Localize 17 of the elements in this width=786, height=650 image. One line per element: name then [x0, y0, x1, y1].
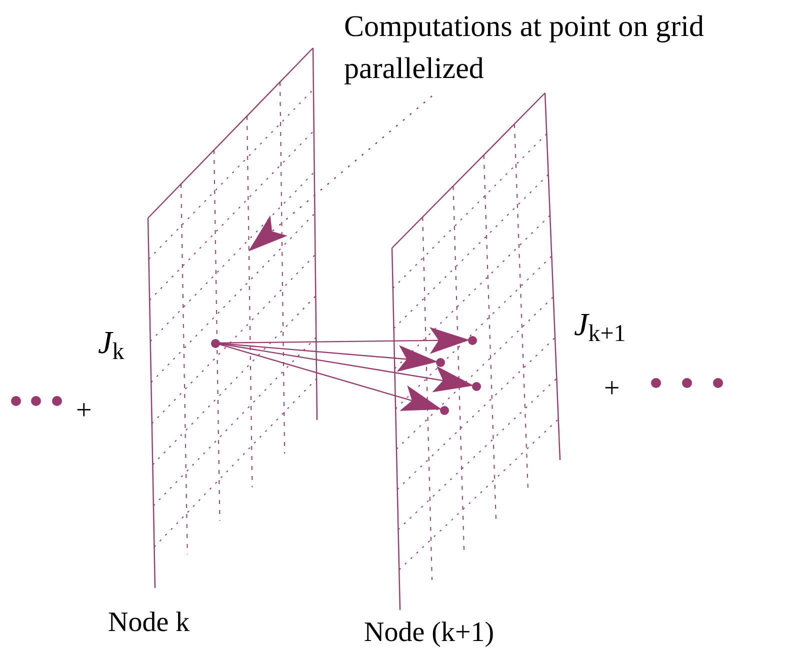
math-label: J$_{k}$	[98, 323, 124, 366]
arrow	[219, 342, 438, 372]
plus-sign: +	[604, 372, 620, 406]
node-label: Node k	[108, 606, 190, 640]
caption-text: Computations at point on grid parallelized	[344, 6, 786, 96]
grid-point	[472, 382, 480, 390]
math-label: J$_{k+1}$	[574, 305, 626, 348]
grid-point	[210, 338, 220, 348]
arrow	[219, 343, 474, 392]
leader-line	[248, 96, 432, 252]
arrow	[220, 327, 470, 354]
arrow	[219, 344, 442, 411]
grid-point	[468, 336, 476, 344]
node-label: Node (k+1)	[364, 616, 494, 650]
grid-point	[436, 358, 444, 366]
grid-point	[440, 406, 448, 414]
plus-sign: +	[76, 394, 92, 428]
